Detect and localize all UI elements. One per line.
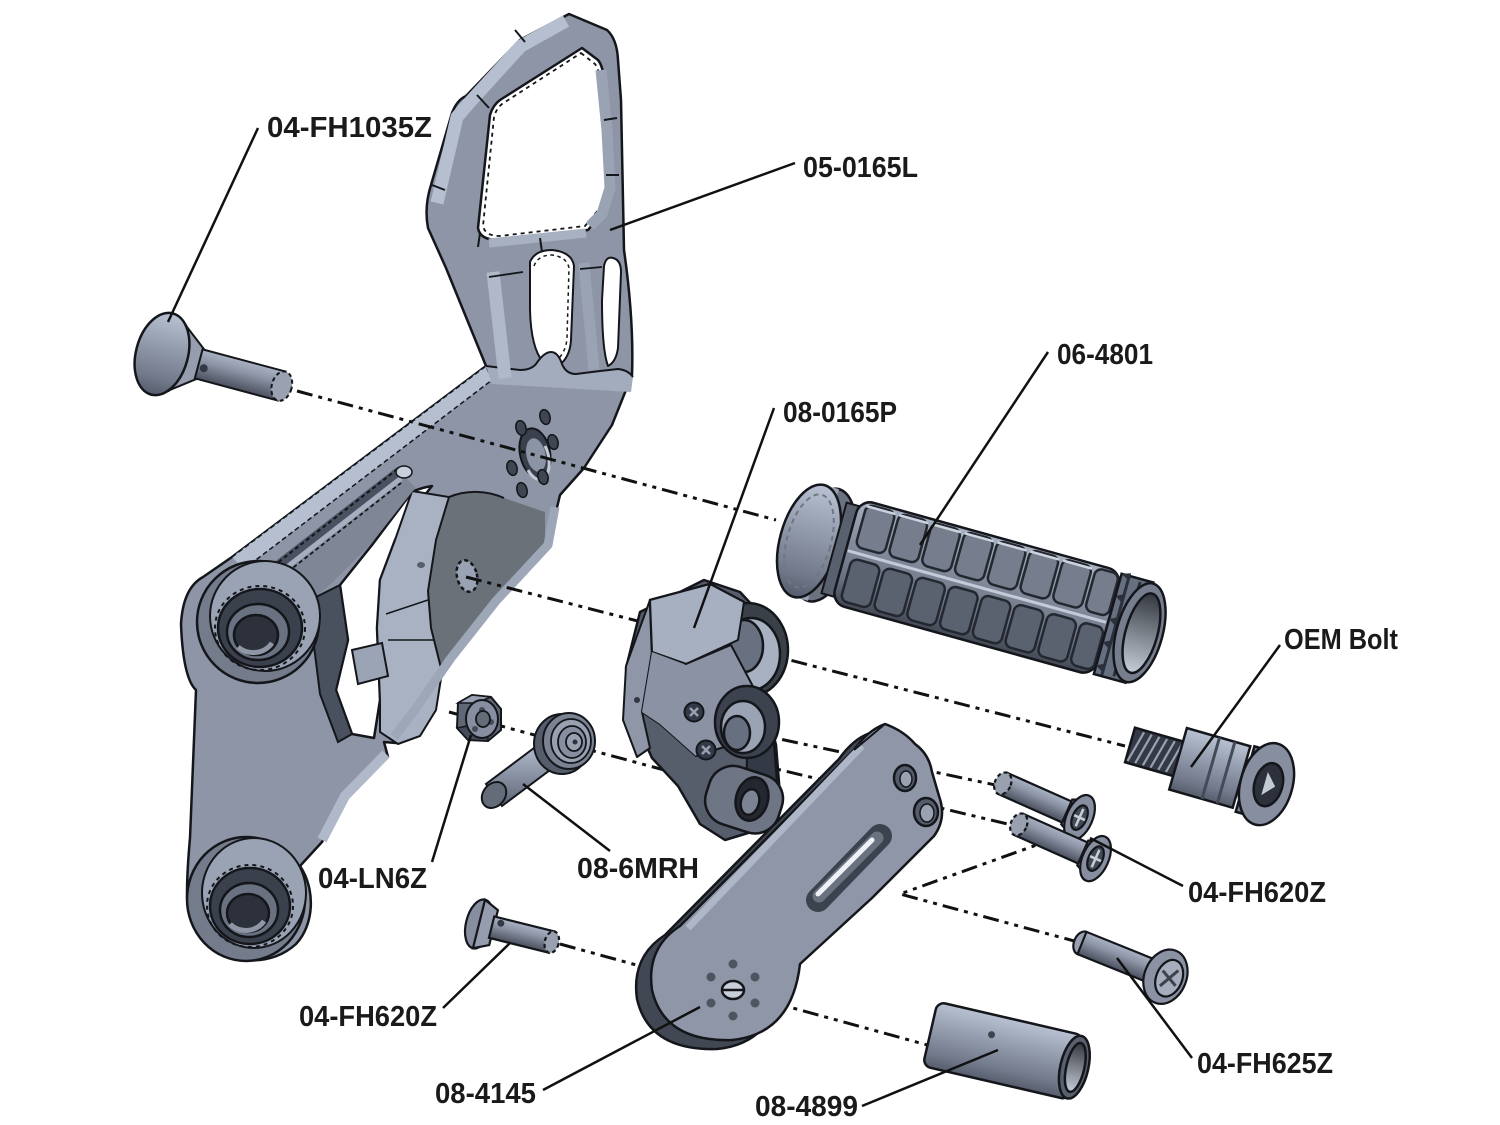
svg-text:04-FH625Z: 04-FH625Z — [1197, 1048, 1333, 1080]
svg-text:04-FH1035Z: 04-FH1035Z — [267, 112, 432, 144]
svg-text:04-FH620Z: 04-FH620Z — [299, 1001, 437, 1033]
svg-text:OEM Bolt: OEM Bolt — [1284, 624, 1398, 656]
svg-text:08-6MRH: 08-6MRH — [577, 853, 699, 885]
svg-text:05-0165L: 05-0165L — [803, 152, 918, 184]
svg-text:08-4145: 08-4145 — [435, 1078, 536, 1110]
svg-text:04-FH620Z: 04-FH620Z — [1188, 877, 1326, 909]
svg-text:08-0165P: 08-0165P — [783, 397, 897, 429]
svg-text:06-4801: 06-4801 — [1057, 339, 1153, 371]
svg-text:08-4899: 08-4899 — [755, 1091, 858, 1123]
svg-text:04-LN6Z: 04-LN6Z — [318, 863, 427, 895]
